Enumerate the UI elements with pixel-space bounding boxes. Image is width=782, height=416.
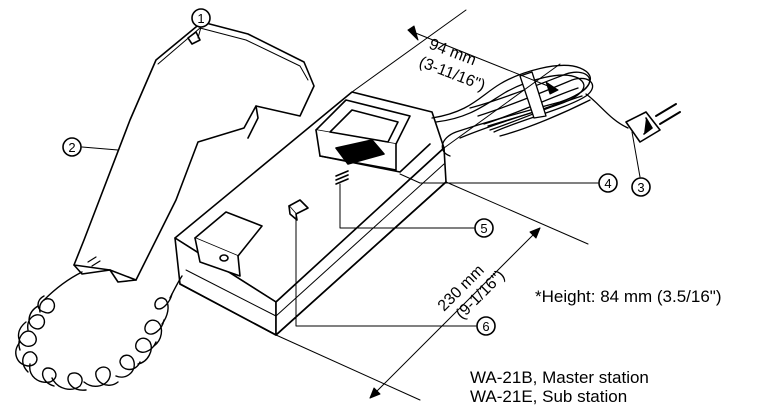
svg-text:3: 3	[637, 180, 644, 195]
rear-cradle	[315, 99, 431, 173]
svg-text:6: 6	[482, 319, 489, 334]
callout-4: 4	[598, 173, 618, 193]
power-plug	[625, 103, 681, 143]
model-sub: WA-21E, Sub station	[470, 387, 628, 406]
callout-3: 3	[631, 177, 651, 197]
power-cord	[431, 64, 629, 157]
front-cradle	[194, 211, 263, 277]
model-master: WA-21B, Master station	[470, 368, 649, 387]
svg-text:5: 5	[480, 221, 487, 236]
callout-5: 5	[474, 218, 494, 238]
svg-text:2: 2	[68, 140, 75, 155]
handset	[73, 21, 315, 283]
callout-1: 1	[191, 8, 211, 28]
svg-text:1: 1	[197, 11, 204, 26]
callout-2: 2	[62, 137, 82, 157]
height-note: *Height: 84 mm (3.5/16")	[535, 287, 722, 306]
svg-text:4: 4	[604, 176, 611, 191]
indicator-grille	[335, 170, 349, 185]
callout-6: 6	[476, 316, 496, 336]
callout-leaders	[81, 26, 641, 327]
coiled-cord	[15, 271, 183, 391]
dimension-lines	[275, 9, 589, 401]
